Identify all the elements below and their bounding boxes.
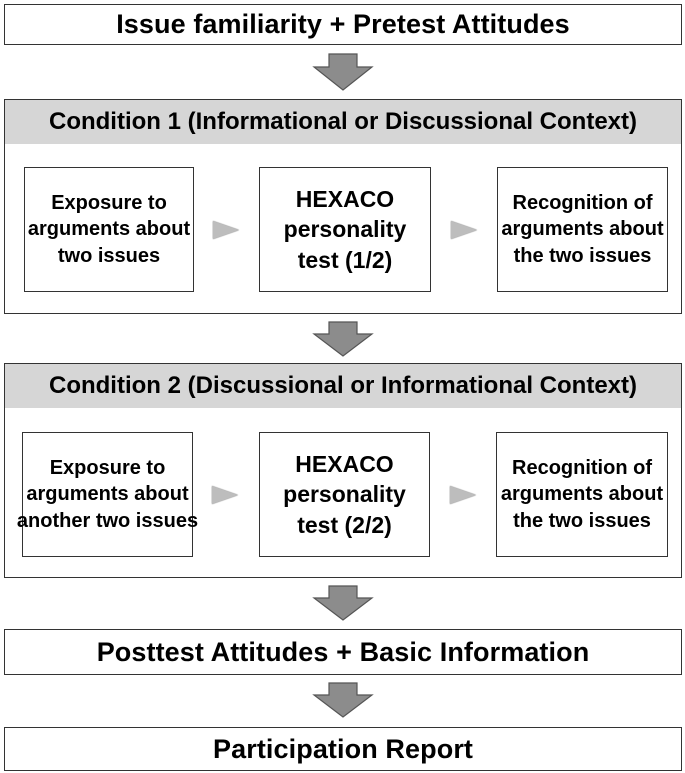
condition1-recognition-step: Recognition of arguments about the two i… [497,167,668,292]
step-line: Recognition of [512,191,653,214]
step-line: Exposure to [49,456,166,479]
step-line: Exposure to [51,191,167,214]
step-line: the two issues [513,244,652,267]
step-line: Recognition of [512,456,652,479]
right-arrow-icon [451,221,477,239]
stage-posttest-label: Posttest Attitudes + Basic Information [96,636,590,667]
step-line: the two issues [513,509,651,532]
step-line: HEXACO [295,185,395,212]
stage-posttest-box: Posttest Attitudes + Basic Information [4,629,682,675]
condition1-title: Condition 1 (Informational or Discussion… [48,108,638,135]
condition1-header: Condition 1 (Informational or Discussion… [4,99,682,145]
condition1-hexaco-step: HEXACO personality test (1/2) [259,167,431,292]
step-line: HEXACO [295,450,394,477]
right-arrow-icon [213,221,239,239]
stage-report-box: Participation Report [4,727,682,771]
condition2-exposure-step: Exposure to arguments about another two … [17,432,198,557]
condition2-header: Condition 2 (Discussional or Information… [4,363,682,409]
right-arrow-icon [212,486,238,504]
step-line: arguments about [501,218,664,241]
step-line: test (2/2) [297,511,392,538]
down-arrow-icon [312,682,374,718]
condition2-hexaco-step: HEXACO personality test (2/2) [259,432,430,557]
stage-pretest-box: Issue familiarity + Pretest Attitudes [4,4,682,45]
step-line: test (1/2) [297,246,393,273]
down-arrow-icon [312,585,374,621]
condition1-exposure-step: Exposure to arguments about two issues [24,167,194,292]
step-line: two issues [57,244,161,267]
right-arrow-icon [450,486,476,504]
step-line: personality [283,481,406,508]
stage-pretest-label: Issue familiarity + Pretest Attitudes [116,9,570,39]
down-arrow-icon [312,321,374,357]
step-line: arguments about [500,483,664,506]
condition2-recognition-step: Recognition of arguments about the two i… [496,432,668,557]
step-line: arguments about [26,483,189,506]
stage-report-label: Participation Report [212,733,474,764]
step-line: arguments about [27,218,191,241]
down-arrow-icon [312,53,374,91]
condition2-title: Condition 2 (Discussional or Information… [48,372,638,399]
step-line: personality [283,216,407,243]
step-line: another two issues [16,509,199,532]
